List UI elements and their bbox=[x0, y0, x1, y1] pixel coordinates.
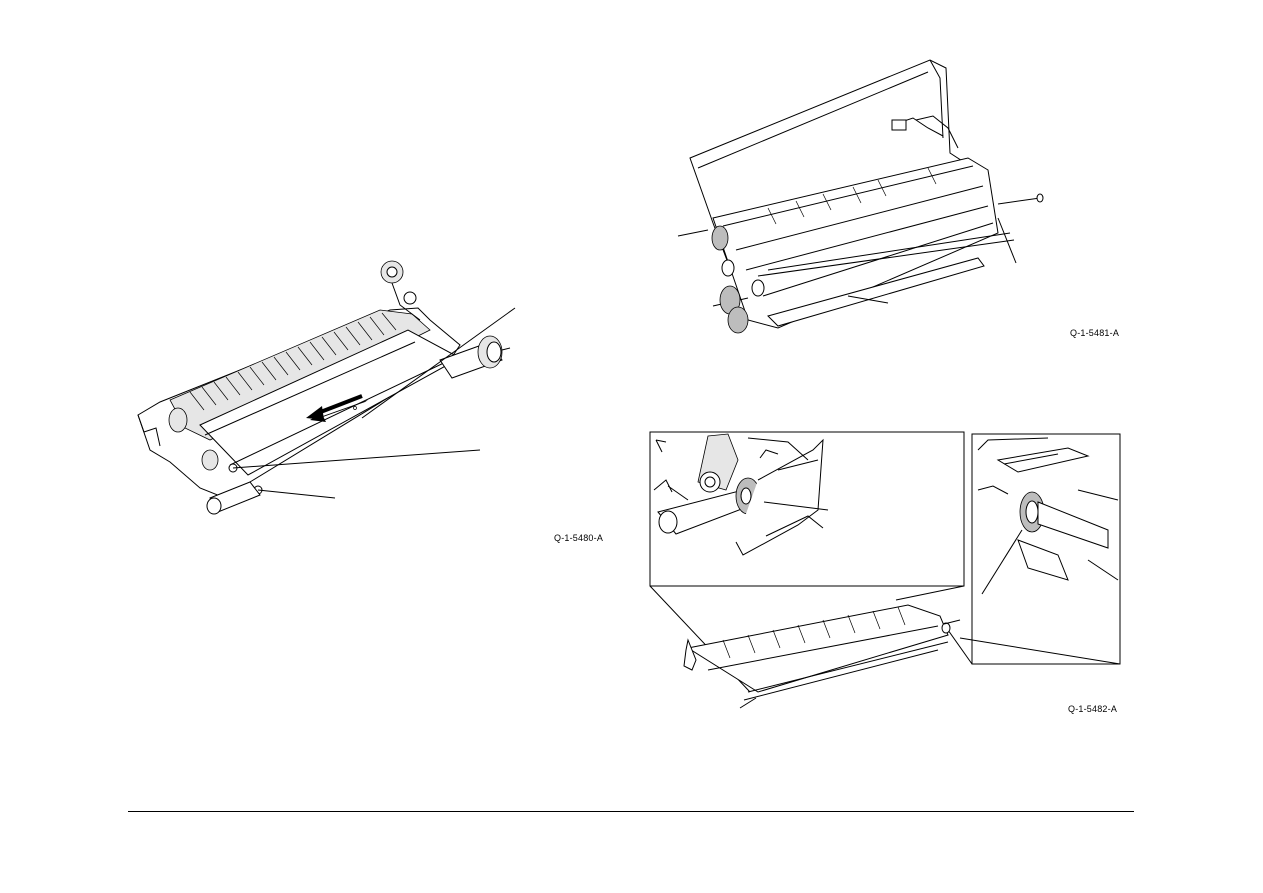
figure-duplex-rollers bbox=[668, 58, 1052, 342]
figure-code: Q-1-5480-A bbox=[554, 533, 603, 543]
footer-divider bbox=[128, 811, 1134, 812]
figure-code: Q-1-5482-A bbox=[1068, 704, 1117, 714]
figure-duplex-module-removal bbox=[130, 250, 530, 530]
figure-roller-bearing-detail bbox=[648, 430, 1126, 720]
duplex-rollers-illustration bbox=[668, 58, 1052, 342]
figure-code: Q-1-5481-A bbox=[1070, 328, 1119, 338]
roller-bearing-illustration bbox=[648, 430, 1126, 720]
duplex-module-illustration bbox=[130, 250, 530, 530]
